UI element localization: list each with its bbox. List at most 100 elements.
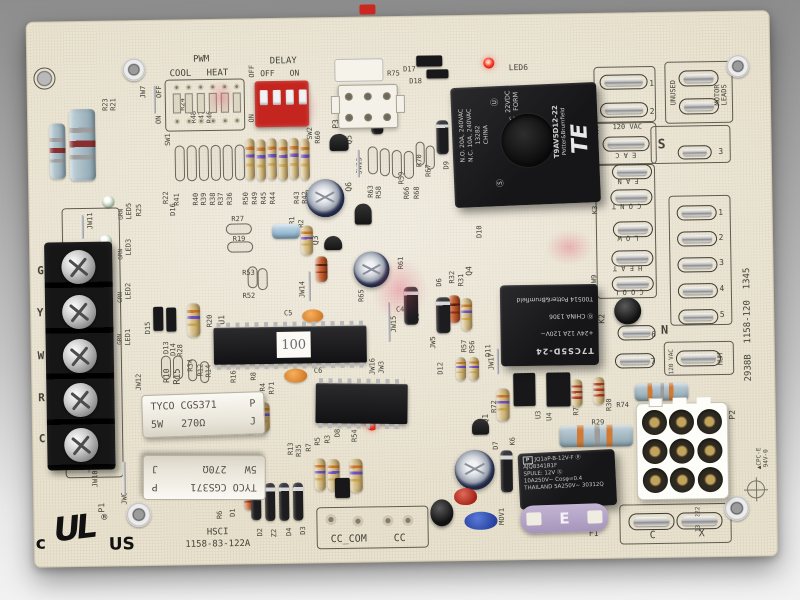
relay-k2-rating: +24V 12A 120V~ [540, 329, 594, 337]
tyco-tol: J [249, 416, 257, 428]
pcb-wire [152, 85, 157, 114]
pcb-bbox [334, 477, 351, 499]
dip-actuator-1 [259, 90, 268, 106]
pcb-oval [234, 144, 246, 181]
pcb-box [316, 505, 429, 550]
relay-te-rating-nc: N.C. 10A, 240VAC [465, 108, 475, 163]
pcb-diode [435, 297, 451, 334]
pcb-oval [198, 144, 210, 182]
pcb-resv [187, 303, 201, 338]
tyco-value: 5W 270Ω [150, 417, 206, 431]
pcb-tr [323, 235, 343, 251]
pcb-resv [571, 379, 583, 408]
pcb-mark [371, 257, 429, 323]
pcb-spade [677, 257, 718, 273]
p2-socket [669, 409, 695, 435]
pcb-resh [271, 223, 301, 240]
pcb-pad [174, 118, 181, 125]
pcb-resv [468, 356, 480, 381]
pcb-cape [306, 178, 345, 218]
pcb-diode [436, 120, 449, 155]
pcb-oval [367, 146, 379, 175]
pcb-oval [247, 266, 258, 289]
pcb-pad [222, 117, 229, 124]
delay-dip-switch [254, 80, 310, 128]
pcb-eyelet [724, 495, 750, 521]
ic-u2 [315, 383, 408, 425]
pcb-discb [464, 511, 498, 531]
pcb-diode [264, 482, 276, 522]
pcb-ledg [102, 195, 115, 208]
pcb-spade [676, 511, 723, 530]
pcb-cape [454, 449, 495, 491]
pcb-bbox [426, 69, 449, 79]
pcb-pad [210, 117, 217, 124]
ul-mark-us: US [108, 534, 136, 555]
tyco-suffix: P [151, 481, 158, 493]
pcb-dome [430, 499, 454, 527]
pcb-wire [307, 271, 312, 302]
relay-k2-brand: T00514 Potter&Brumfield [516, 294, 594, 303]
pcb-oval [160, 355, 172, 380]
pcb-spade [676, 231, 718, 247]
pcb-wire [80, 214, 85, 240]
p2-socket [696, 408, 722, 435]
thermostat-terminal-block [44, 241, 116, 471]
pcb-oval [403, 150, 415, 179]
pcb-resv [593, 376, 605, 405]
pcb-tr [471, 418, 490, 435]
pcb-bbox [513, 372, 536, 407]
pcb-slot [184, 93, 194, 114]
pcb-resv [49, 123, 67, 180]
p2-socket [642, 467, 669, 494]
pcb-bbox [546, 372, 571, 407]
pcb-hole [33, 67, 56, 90]
relay-k2-print: T7CS5D-24 +24V 12A 120V~ Ⓖ CHINA 1306 T0… [505, 289, 594, 361]
pcb-pad [402, 514, 414, 526]
pcb-spade [678, 97, 720, 115]
pcb-spade [599, 102, 649, 118]
relay-k2: T7CS5D-24 +24V 12A 120V~ Ⓖ CHINA 1306 T0… [499, 283, 600, 367]
pcb-diode [278, 482, 290, 521]
p2-socket [697, 466, 723, 493]
pcb-oval [225, 223, 252, 235]
relay-k2-model: T7CS5D-24 [535, 346, 594, 357]
relay-coil-recess [500, 112, 556, 168]
p2-socket [641, 409, 668, 436]
connector-p2 [635, 401, 730, 501]
pcb-spade [677, 145, 712, 160]
pcb-oval [186, 145, 198, 182]
pcb-pad [186, 118, 193, 125]
pcb-wire [356, 149, 361, 178]
pcb-drill [746, 480, 766, 499]
relay-k6-model: JQ1aP-B-12V-F Ⓡ [534, 454, 581, 464]
pcb-bbox [166, 307, 177, 332]
pcb-spade [611, 164, 653, 180]
pin-hole [344, 92, 353, 101]
tyco-series: TYCO CGS371 [150, 399, 217, 414]
pcb-oval [210, 144, 222, 181]
pcb-dome [613, 297, 642, 325]
tyco-tol: J [151, 462, 158, 474]
pcb-slot [172, 93, 182, 114]
pcb-bbox [153, 306, 164, 331]
pcb-wire [495, 348, 500, 375]
ul-logo-icon: UL [51, 505, 96, 550]
pcb-diode [292, 482, 304, 521]
pcb-spade [611, 250, 654, 267]
p2-socket [642, 438, 668, 465]
pcb-oval [379, 148, 391, 177]
screw-terminal-y [61, 294, 97, 330]
pcb-spade [617, 324, 656, 341]
pcb-oval [174, 145, 186, 182]
pcb-oval [199, 361, 210, 384]
pcb-spade [614, 353, 656, 369]
pcb-bbox [416, 55, 443, 67]
pcb-resv [455, 356, 467, 382]
pcb-resv [267, 137, 278, 181]
